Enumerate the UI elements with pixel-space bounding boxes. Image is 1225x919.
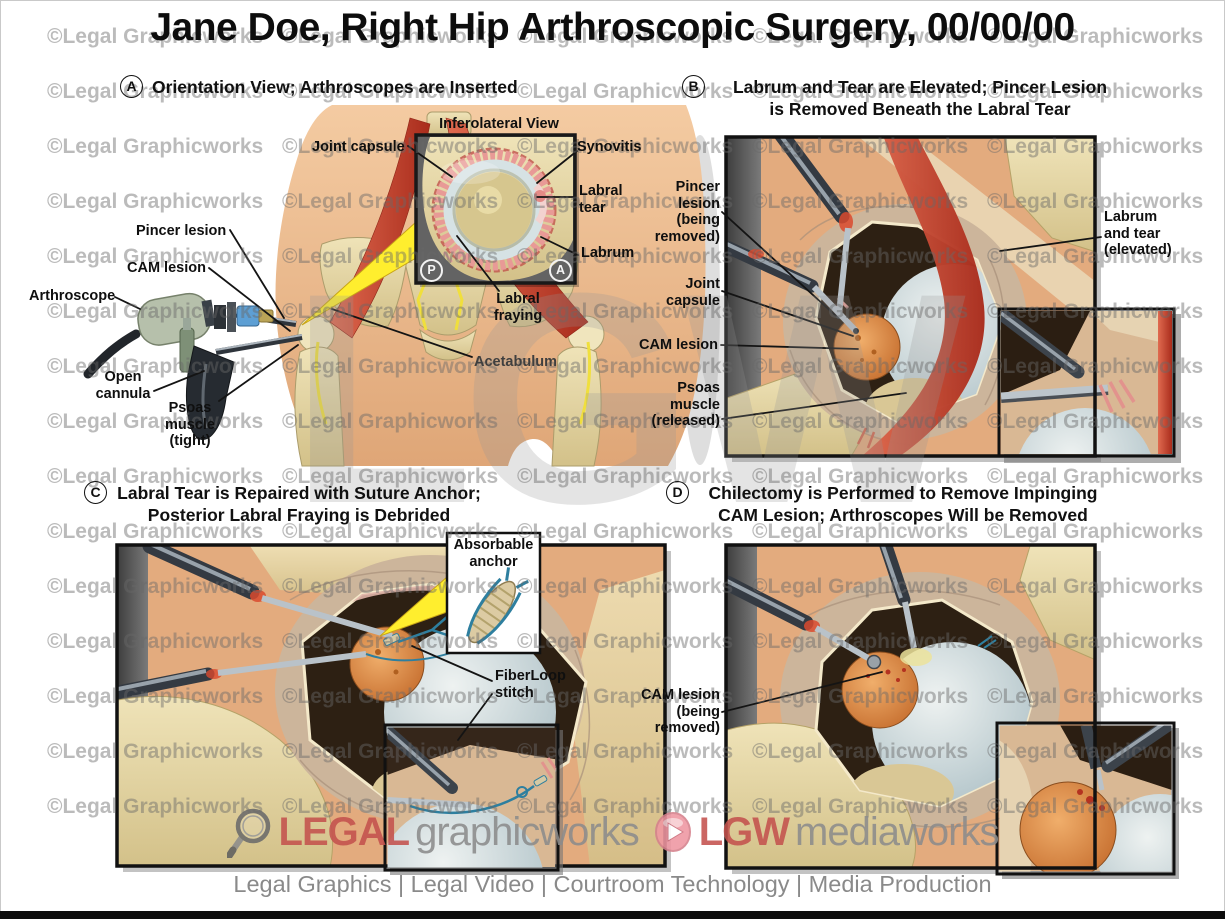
stitch-remnant bbox=[977, 635, 997, 649]
panel-c-heading-line2: Posterior Labral Fraying is Debrided bbox=[147, 505, 451, 526]
panel-b-artwork bbox=[720, 135, 1181, 463]
femur-bone bbox=[118, 695, 334, 865]
psoas-muscle-band bbox=[863, 138, 985, 455]
panel-d-heading: Chilectomy is Performed to Remove Imping… bbox=[696, 482, 1110, 526]
label-fiberloop-stitch: FiberLoop stitch bbox=[495, 668, 566, 701]
label-arthroscope: Arthroscope bbox=[29, 288, 116, 304]
brand-lgw-wordmark: LGW bbox=[698, 810, 790, 854]
inferolateral-inset bbox=[414, 133, 579, 287]
label-psoas-muscle-released: Psoas muscle (released) bbox=[651, 380, 720, 430]
joint-capsule-ring bbox=[431, 147, 557, 273]
panel-d-artwork bbox=[721, 543, 1179, 879]
cam-lesion bbox=[833, 313, 901, 381]
bottom-bar bbox=[0, 911, 1225, 919]
play-icon bbox=[654, 812, 691, 852]
panel-b-letter-badge: B bbox=[682, 75, 705, 98]
label-cam-lesion-being-removed: CAM lesion (being removed) bbox=[641, 687, 720, 737]
panel-a-letter-badge: A bbox=[120, 75, 143, 98]
labral-tear-site bbox=[533, 183, 547, 225]
panel-b-leader-lines bbox=[720, 211, 1102, 420]
pelvic-bone bbox=[1019, 546, 1094, 660]
panel-c-letter-badge: C bbox=[84, 481, 107, 504]
absorbable-anchor-drawing bbox=[466, 567, 529, 645]
panel-d-leader-line bbox=[721, 671, 883, 713]
panel-d-heading-line1: Chilectomy is Performed to Remove Imping… bbox=[708, 483, 1098, 503]
label-synovitis: Synovitis bbox=[577, 139, 642, 155]
panel-a-heading: Orientation View; Arthroscopes are Inser… bbox=[152, 77, 518, 97]
footer-tagline: Legal Graphics | Legal Video | Courtroom… bbox=[233, 871, 992, 897]
label-cam-lesion-b: CAM lesion bbox=[639, 337, 718, 353]
pelvic-bone bbox=[1004, 138, 1094, 252]
label-labral-fraying: Labral fraying bbox=[493, 291, 543, 324]
brand-mediaworks-wordmark: mediaworks bbox=[795, 810, 999, 854]
panel-b-border bbox=[724, 135, 1097, 458]
panel-b-heading: Labrum and Tear are Elevated; Pincer Les… bbox=[700, 76, 1140, 120]
label-labrum-and-tear-elevated: Labrum and tear (elevated) bbox=[1104, 209, 1172, 259]
instrument-lower bbox=[727, 240, 859, 334]
cam-lesion bbox=[841, 651, 919, 729]
panel-b-inset bbox=[997, 307, 1181, 463]
panel-c-heading: Labral Tear is Repaired with Suture Anch… bbox=[106, 482, 492, 526]
labral-fraying-site bbox=[443, 245, 466, 263]
burr-instrument bbox=[727, 575, 882, 670]
panel-a-artwork bbox=[83, 105, 720, 467]
panel-a-leader-lines bbox=[114, 145, 579, 402]
panel-d-letter-badge: D bbox=[666, 481, 689, 504]
panel-c-heading-line1: Labral Tear is Repaired with Suture Anch… bbox=[117, 483, 481, 503]
brand-legal-wordmark: LEGAL bbox=[278, 810, 411, 854]
instrument-lower bbox=[118, 645, 471, 699]
label-labrum: Labrum bbox=[581, 245, 635, 261]
panel-b-heading-line2: is Removed Beneath the Labral Tear bbox=[769, 99, 1071, 120]
posterior-marker: P bbox=[420, 259, 443, 282]
brand-graphicworks-wordmark: graphicworks bbox=[415, 810, 640, 854]
label-psoas-muscle-tight: Psoas muscle (tight) bbox=[165, 400, 215, 450]
anterior-marker: A bbox=[549, 259, 572, 282]
page-title: Jane Doe, Right Hip Arthroscopic Surgery… bbox=[150, 6, 1075, 49]
released-psoas-frays bbox=[856, 427, 876, 449]
instrument-upper bbox=[142, 546, 393, 639]
label-open-cannula: Open cannula bbox=[95, 369, 151, 402]
nerves bbox=[314, 269, 592, 425]
cam-lesion bbox=[349, 626, 425, 702]
arthroscope-instrument bbox=[879, 546, 917, 649]
panel-d-border bbox=[724, 543, 1097, 870]
panel-c-artwork bbox=[115, 531, 671, 875]
label-joint-capsule-b: Joint capsule bbox=[666, 276, 720, 309]
label-joint-capsule: Joint capsule bbox=[312, 139, 405, 155]
panel-c-leader-lines bbox=[411, 645, 493, 741]
footer-brand-row: LEGAL graphicworks LGW mediaworks bbox=[0, 806, 1225, 858]
open-cannula-device bbox=[179, 318, 235, 440]
anchor-inset bbox=[445, 531, 542, 655]
instrument-upper bbox=[774, 138, 853, 319]
label-pincer-lesion: Pincer lesion bbox=[136, 223, 227, 239]
label-inferolateral-view: Inferolateral View bbox=[439, 116, 559, 132]
panel-b-heading-line1: Labrum and Tear are Elevated; Pincer Les… bbox=[732, 77, 1108, 97]
label-absorbable-anchor: Absorbable anchor bbox=[453, 537, 534, 570]
panel-c-inset bbox=[383, 723, 563, 875]
panel-d-inset bbox=[995, 721, 1179, 879]
label-acetabulum: Acetabulum bbox=[474, 354, 557, 370]
labrum-ring bbox=[433, 149, 555, 271]
label-cam-lesion: CAM lesion bbox=[127, 260, 206, 276]
panel-d-heading-line2: CAM Lesion; Arthroscopes Will be Removed bbox=[718, 505, 1088, 526]
camera-lens-icon bbox=[226, 808, 270, 858]
label-labral-tear: Labral tear bbox=[579, 183, 623, 216]
label-pincer-lesion-removed: Pincer lesion (being removed) bbox=[654, 179, 720, 245]
